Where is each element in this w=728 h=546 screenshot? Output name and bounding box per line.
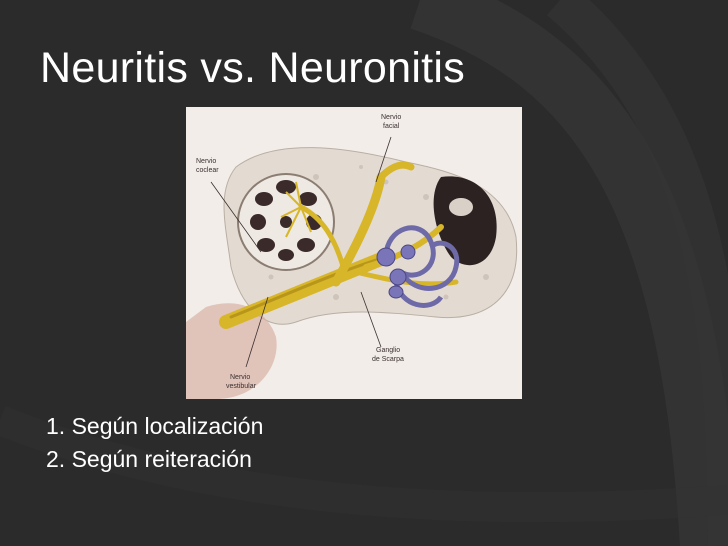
label-ganglio-2: de Scarpa [372,356,404,363]
label-nervio-vestibular-2: vestibular [226,383,257,390]
ear-anatomy-figure: Nervio facial Nervio coclear Ganglio de … [186,107,522,399]
label-nervio-vestibular-1: Nervio [230,374,250,381]
label-nervio-coclear-2: coclear [196,167,219,174]
slide-title: Neuritis vs. Neuronitis [40,44,466,92]
list-item: 2. Según reiteración [46,446,252,472]
label-nervio-facial-2: facial [383,123,400,130]
label-ganglio-1: Ganglio [376,347,400,354]
bullet-list: 1. Según localización 2. Según reiteraci… [46,410,263,476]
label-nervio-coclear-1: Nervio [196,158,216,165]
inner-ear-illustration: Nervio facial Nervio coclear Ganglio de … [186,114,518,399]
label-nervio-facial-1: Nervio [381,114,401,121]
list-item: 1. Según localización [46,413,264,439]
